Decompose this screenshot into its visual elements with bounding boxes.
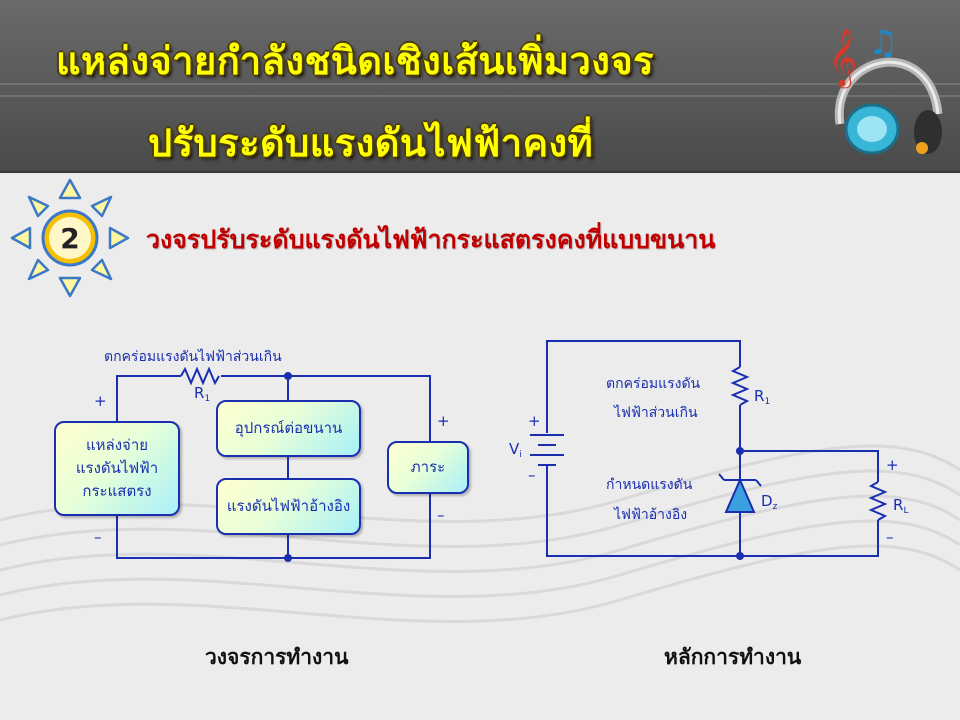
junction-node-top	[736, 447, 744, 455]
schematic-caption: หลักการทำงาน	[664, 645, 802, 669]
svg-text:𝄞: 𝄞	[828, 28, 858, 89]
rl-minus-sign: –	[886, 528, 894, 546]
zener-diode-symbol	[724, 477, 756, 513]
slide-title-line-2: ปรับระดับแรงดันไฟฟ้าคงที่	[148, 121, 594, 165]
load-minus-sign: –	[437, 506, 445, 524]
vi-plus-sign: +	[528, 412, 541, 430]
resistor-r1-label: R1	[194, 384, 211, 404]
section-number-badge: 2	[10, 178, 130, 298]
junction-top	[284, 372, 292, 380]
svg-text:♫: ♫	[868, 23, 898, 63]
header-band	[0, 0, 960, 172]
rl-plus-sign: +	[886, 456, 899, 474]
source-plus-sign: +	[94, 392, 107, 410]
rl-schematic-label: RL	[893, 496, 909, 516]
r1-description-line-1: ตกคร่อมแรงดัน	[606, 376, 701, 392]
vi-minus-sign: –	[528, 466, 536, 484]
load-block: ภาระ	[387, 441, 469, 494]
reference-voltage-block: แรงดันไฟฟ้าอ้างอิง	[216, 478, 361, 535]
load-plus-sign: +	[437, 412, 450, 430]
block-diagram-caption: วงจรการทำงาน	[205, 645, 349, 669]
vi-label: Vi	[509, 440, 522, 460]
shunt-device-block: อุปกรณ์ต่อขนาน	[216, 400, 361, 457]
dc-source-block: แหล่งจ่าย แรงดันไฟฟ้า กระแสตรง	[54, 421, 180, 516]
excess-voltage-drop-label: ตกคร่อมแรงดันไฟฟ้าส่วนเกิน	[104, 349, 282, 365]
dc-source-line-2: แรงดันไฟฟ้า	[75, 458, 159, 477]
r1-description-line-2: ไฟฟ้าส่วนเกิน	[614, 405, 698, 421]
dz-description-line-2: ไฟฟ้าอ้างอิง	[614, 507, 688, 523]
dz-schematic-label: Dz	[761, 492, 778, 512]
section-number: 2	[60, 222, 79, 255]
section-title: วงจรปรับระดับแรงดันไฟฟ้ากระแสตรงคงที่แบบ…	[146, 225, 716, 254]
dz-description-line-1: กำหนดแรงดัน	[606, 477, 693, 493]
source-minus-sign: –	[94, 528, 102, 546]
slide-title-line-1: แหล่งจ่ายกำลังชนิดเชิงเส้นเพิ่มวงจร	[56, 39, 655, 83]
junction-bottom	[284, 554, 292, 562]
r1-schematic-label: R1	[754, 387, 771, 407]
dc-source-line-3: กระแสตรง	[82, 482, 152, 501]
headphones-music-icon: 𝄞 ♫	[828, 23, 943, 155]
dc-source-line-1: แหล่งจ่าย	[85, 435, 149, 454]
music-staff-watermark	[0, 444, 960, 624]
junction-node-bottom	[736, 552, 744, 560]
